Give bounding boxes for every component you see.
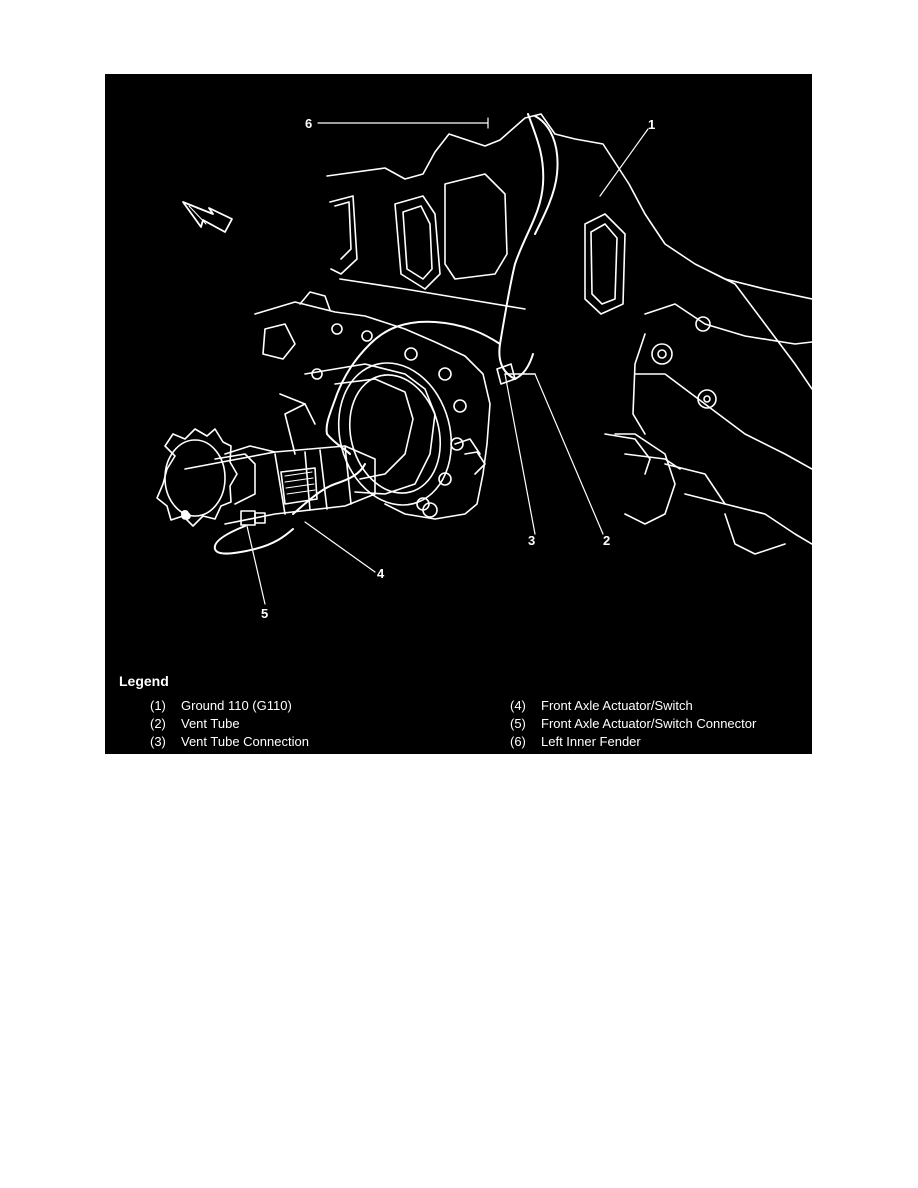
legend-item-6: (6) Left Inner Fender [510, 734, 641, 749]
wiring-harness [213, 113, 559, 555]
callout-leaders [246, 117, 649, 605]
legend-item-number: (3) [150, 734, 166, 749]
actuator-connector [240, 510, 266, 526]
legend-item-5: (5) Front Axle Actuator/Switch Connector [510, 716, 756, 731]
axle-housing [254, 291, 491, 520]
legend-title: Legend [119, 673, 169, 689]
callout-6: 6 [305, 116, 313, 131]
legend-item-text: Front Axle Actuator/Switch [541, 698, 693, 713]
legend-item-3: (3) Vent Tube Connection [150, 734, 309, 749]
wheel-hub-flange [156, 428, 238, 527]
inner-fender-outline [326, 113, 812, 555]
vent-tube-connection [496, 363, 536, 385]
callout-5: 5 [261, 606, 269, 621]
legend-item-4: (4) Front Axle Actuator/Switch [510, 698, 693, 713]
axle-tube-actuator [184, 445, 376, 525]
legend-item-2: (2) Vent Tube [150, 716, 240, 731]
legend-item-1: (1) Ground 110 (G110) [150, 698, 292, 713]
callout-3: 3 [528, 533, 536, 548]
callout-2: 2 [603, 533, 611, 548]
diagram-figure: 6 1 3 2 4 5 Legend (1)Ground 110 (G110) … [105, 74, 812, 754]
legend-item-number: (1) [150, 698, 166, 713]
legend-item-number: (5) [510, 716, 526, 731]
legend-item-text: Vent Tube [181, 716, 240, 731]
legend-item-text: Left Inner Fender [541, 734, 641, 749]
callout-4: 4 [377, 566, 385, 581]
legend-item-number: (6) [510, 734, 526, 749]
legend-item-number: (4) [510, 698, 526, 713]
legend-item-text: Front Axle Actuator/Switch Connector [541, 716, 757, 731]
callout-1: 1 [648, 117, 656, 132]
front-axle-line-drawing [156, 113, 812, 605]
legend-item-number: (2) [150, 716, 166, 731]
direction-arrow-icon [182, 201, 233, 233]
legend-item-text: Vent Tube Connection [181, 734, 309, 749]
legend-item-text: Ground 110 (G110) [181, 698, 292, 713]
